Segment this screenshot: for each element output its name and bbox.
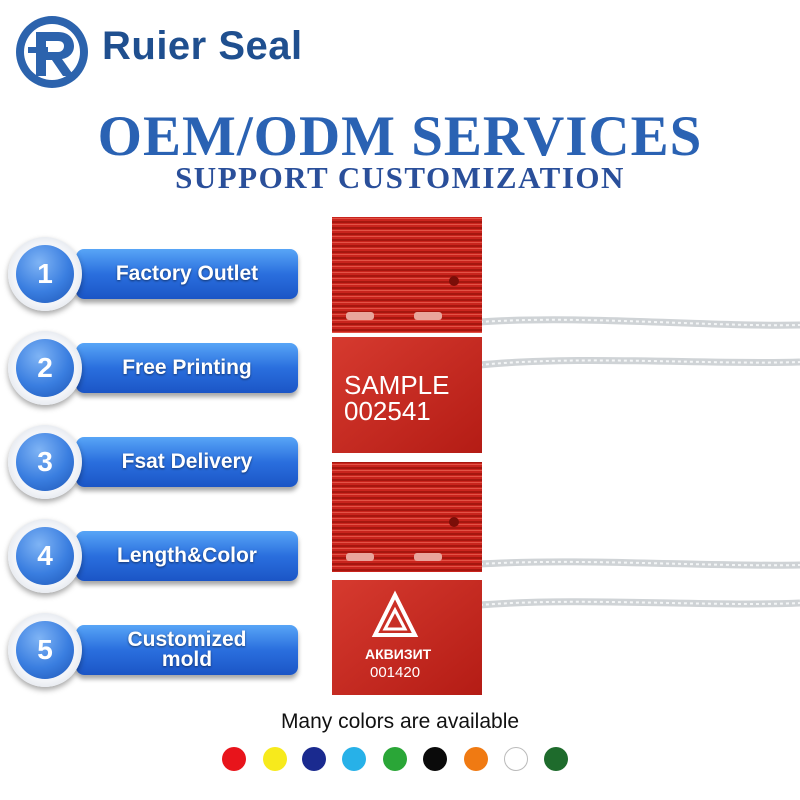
- feature-bar: [76, 343, 298, 393]
- page-title: OEM/ODM SERVICES: [97, 105, 703, 168]
- color-swatch-orange: [464, 747, 488, 771]
- seal-logo-text: АКВИЗИТ: [365, 646, 432, 662]
- feature-number: 4: [16, 527, 74, 585]
- feature-number: 5: [16, 621, 74, 679]
- color-swatch-navy: [302, 747, 326, 771]
- feature-label: Free Printing: [122, 356, 252, 379]
- color-swatch-yellow: [263, 747, 287, 771]
- cable-seal-product-image: [332, 217, 800, 695]
- feature-number-badge: 3: [8, 425, 82, 499]
- color-swatch-dark-green: [544, 747, 568, 771]
- feature-item-4: Length&Color 4: [8, 519, 300, 599]
- feature-item-5: Customized mold 5: [8, 613, 300, 693]
- feature-number: 1: [16, 245, 74, 303]
- feature-item-2: Free Printing 2: [8, 331, 300, 411]
- color-swatch-white: [504, 747, 528, 771]
- brand-name: Ruier Seal: [102, 24, 303, 68]
- feature-item-3: Fsat Delivery 3: [8, 425, 300, 505]
- feature-label: Length&Color: [117, 544, 257, 567]
- page-subtitle: SUPPORT CUSTOMIZATION: [175, 160, 625, 195]
- feature-item-1: Factory Outlet 1: [8, 237, 300, 317]
- seal-print-line2: 002541: [344, 396, 431, 426]
- feature-number-badge: 1: [8, 237, 82, 311]
- color-swatch-black: [423, 747, 447, 771]
- color-swatch-sky-blue: [342, 747, 366, 771]
- feature-number-badge: 5: [8, 613, 82, 687]
- feature-bar: [76, 531, 298, 581]
- seal-print-line1: SAMPLE: [344, 370, 450, 400]
- feature-number: 3: [16, 433, 74, 491]
- color-swatch-green: [383, 747, 407, 771]
- seal-logo-number: 001420: [370, 664, 421, 681]
- feature-number-badge: 4: [8, 519, 82, 593]
- feature-bar: [76, 249, 298, 299]
- feature-label: Customized mold: [127, 628, 247, 671]
- color-swatch-red: [222, 747, 246, 771]
- colors-caption: Many colors are available: [280, 710, 520, 733]
- feature-bar: [76, 625, 298, 675]
- ruier-logo-icon: [16, 16, 88, 88]
- feature-number-badge: 2: [8, 331, 82, 405]
- feature-label: Factory Outlet: [115, 262, 259, 285]
- feature-bar: [76, 437, 298, 487]
- feature-number: 2: [16, 339, 74, 397]
- feature-label: Fsat Delivery: [121, 450, 253, 473]
